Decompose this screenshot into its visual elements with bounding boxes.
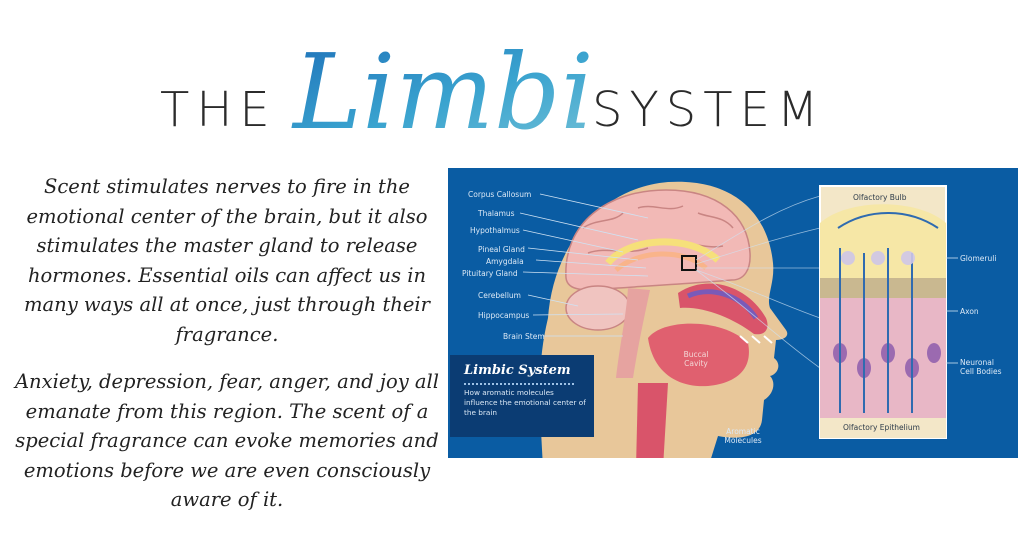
label-amygdala: Amygdala	[486, 257, 524, 266]
label-neuronal-cell-bodies: Neuronal Cell Bodies	[960, 358, 1002, 376]
nasal-cavity	[678, 283, 768, 335]
label-hypothalmus: Hypothalmus	[470, 226, 520, 235]
buccal-cavity	[648, 323, 749, 387]
label-olfactory-epithelium: Olfactory Epithelium	[843, 423, 920, 432]
caption-panel: Limbic System How aromatic molecules inf…	[450, 355, 594, 437]
paragraph-emotions: Anxiety, depression, fear, anger, and jo…	[14, 370, 440, 511]
label-glomeruli: Glomeruli	[960, 254, 997, 263]
label-axon: Axon	[960, 307, 979, 316]
label-olfactory-bulb: Olfactory Bulb	[853, 193, 907, 202]
brain-stem	[616, 288, 650, 378]
label-thalamus: Thalamus	[478, 209, 515, 218]
title-prefix: THE	[160, 82, 277, 138]
label-aromatic-molecules: Aromatic Molecules	[724, 427, 762, 445]
label-corpus-callosum: Corpus Callosum	[468, 190, 532, 199]
paragraph-scent: Scent stimulates nerves to fire in the e…	[24, 175, 430, 346]
caption-title: Limbic System	[464, 363, 571, 378]
cerebellum	[565, 285, 631, 331]
limbic-diagram: Corpus Callosum Thalamus Hypothalmus Pin…	[448, 168, 1018, 458]
page-title: THE Limbic SYSTEM	[0, 0, 1020, 165]
title-suffix: SYSTEM	[592, 82, 826, 138]
diagram-illustration	[519, 181, 958, 458]
label-pituitary-gland: Pituitary Gland	[462, 269, 518, 278]
title-script-word: Limbic	[291, 31, 595, 153]
title-script-text: Limbic	[291, 31, 595, 153]
label-cerebellum: Cerebellum	[478, 291, 521, 300]
label-brain-stem: Brain Stem	[503, 332, 545, 341]
caption-divider	[464, 383, 574, 385]
label-buccal-cavity: Buccal Cavity	[683, 350, 709, 368]
label-hippocampus: Hippocampus	[478, 311, 530, 320]
label-pineal-gland: Pineal Gland	[478, 245, 525, 254]
caption-description: How aromatic molecules influence the emo…	[464, 388, 586, 417]
description-text: Scent stimulates nerves to fire in the e…	[12, 172, 442, 533]
